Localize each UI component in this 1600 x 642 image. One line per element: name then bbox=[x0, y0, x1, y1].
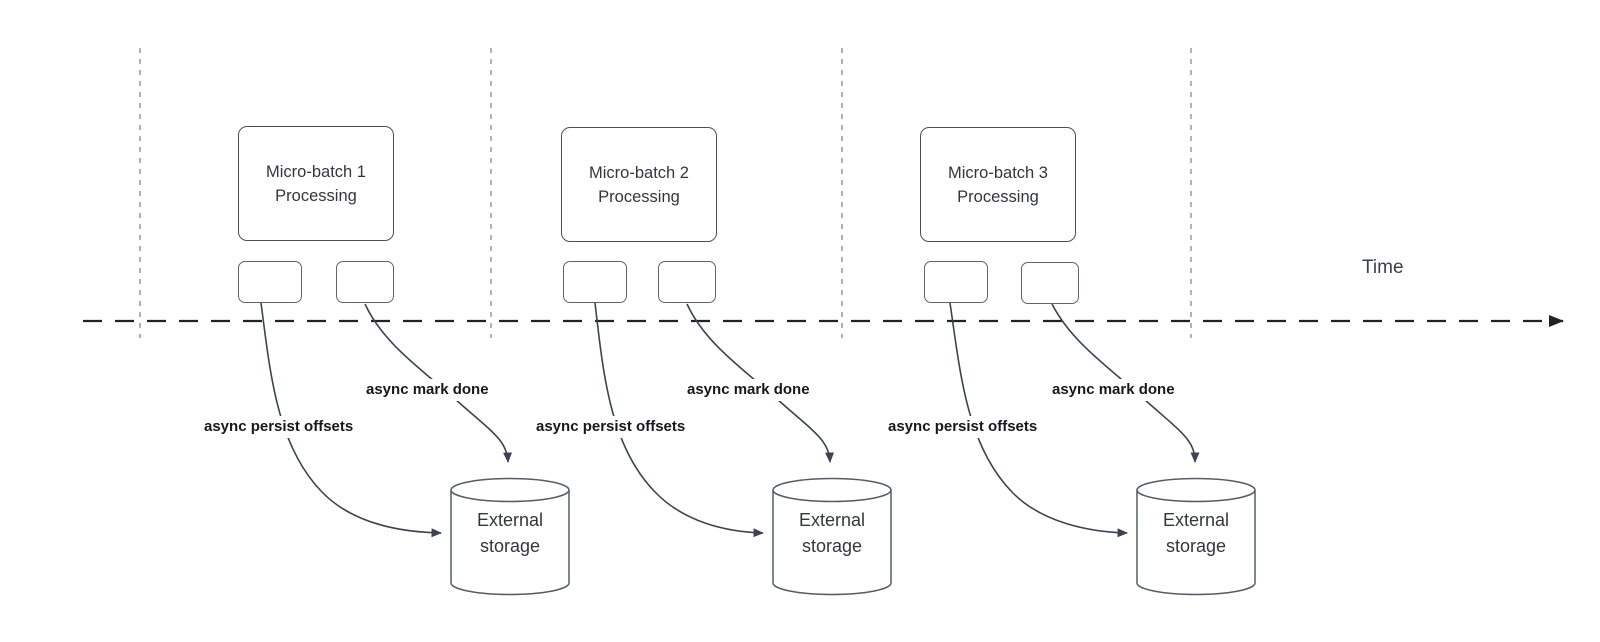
external-storage-cylinder-1 bbox=[450, 477, 570, 596]
microbatch-2-processing-box: Micro-batch 2 Processing bbox=[561, 127, 717, 242]
mark-done-task-box-1 bbox=[336, 261, 394, 303]
persist-offsets-arrow-3 bbox=[949, 302, 1128, 538]
persist-offsets-arrow-1 bbox=[260, 302, 442, 538]
microbatch-1-processing-box: Micro-batch 1 Processing bbox=[238, 126, 394, 241]
mark-done-label-3: async mark done bbox=[1049, 379, 1178, 401]
mark-done-label-1: async mark done bbox=[363, 379, 492, 401]
persist-offsets-label-3: async persist offsets bbox=[885, 416, 1041, 438]
offset-task-box-1 bbox=[238, 261, 302, 303]
microbatch-3-processing-label: Micro-batch 3 Processing bbox=[948, 163, 1048, 206]
external-storage-cylinder-2 bbox=[772, 477, 892, 596]
persist-offsets-label-1: async persist offsets bbox=[201, 416, 357, 438]
external-storage-label-2: External storage bbox=[798, 510, 866, 556]
microbatch-2-processing-label: Micro-batch 2 Processing bbox=[589, 163, 689, 206]
mark-done-label-2: async mark done bbox=[684, 379, 813, 401]
mark-done-task-box-2 bbox=[658, 261, 716, 303]
offset-task-box-2 bbox=[563, 261, 627, 303]
time-axis-label: Time bbox=[1362, 257, 1404, 278]
mark-done-task-box-3 bbox=[1021, 262, 1079, 304]
offset-task-box-3 bbox=[924, 261, 988, 303]
external-storage-label-3: External storage bbox=[1162, 510, 1230, 556]
persist-offsets-label-2: async persist offsets bbox=[533, 416, 689, 438]
external-storage-label-1: External storage bbox=[476, 510, 544, 556]
microbatch-3-processing-box: Micro-batch 3 Processing bbox=[920, 127, 1076, 242]
external-storage-cylinder-3 bbox=[1136, 477, 1256, 596]
microbatch-1-processing-label: Micro-batch 1 Processing bbox=[266, 162, 366, 205]
persist-offsets-arrow-2 bbox=[594, 302, 764, 538]
